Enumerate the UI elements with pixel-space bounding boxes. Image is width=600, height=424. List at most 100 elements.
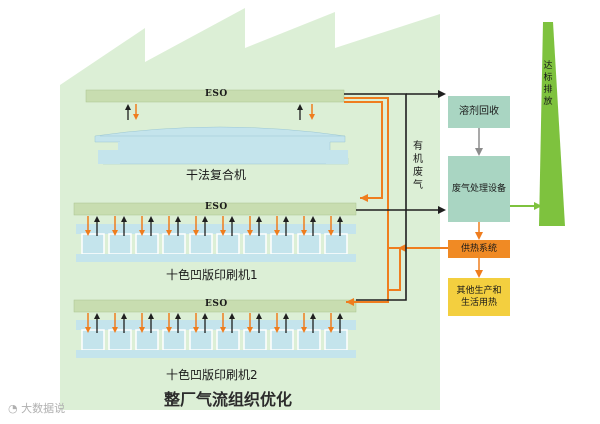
- press-top-beam: [76, 224, 356, 234]
- arrowhead: [121, 216, 127, 222]
- arrowhead: [256, 313, 262, 319]
- arrowhead: [193, 327, 199, 333]
- arrowhead: [202, 313, 208, 319]
- laminator-leg: [312, 142, 326, 158]
- arrowhead: [220, 327, 226, 333]
- heating-system-box: 供热系统: [448, 240, 510, 258]
- arrowhead: [283, 313, 289, 319]
- arrowhead: [229, 313, 235, 319]
- press-unit: [189, 233, 213, 255]
- eso-bar-1: [85, 89, 345, 103]
- press-unit: [243, 233, 267, 255]
- arrowhead: [121, 313, 127, 319]
- arrowhead: [229, 216, 235, 222]
- press-unit: [189, 329, 213, 351]
- arrowhead: [328, 327, 334, 333]
- press-2-body: [76, 320, 356, 358]
- press-unit: [324, 329, 348, 351]
- arrowhead: [148, 313, 154, 319]
- arrowhead: [247, 230, 253, 236]
- arrowhead: [133, 114, 139, 120]
- watermark: ◔ 大数据说: [8, 400, 65, 416]
- laminator-leg: [118, 142, 132, 158]
- flow-label-char: 废: [413, 167, 423, 178]
- exhaust-main: [344, 93, 407, 301]
- stack-label-char: 达: [543, 61, 553, 71]
- laminator-label: 干法复合机: [186, 168, 247, 182]
- arrowhead: [175, 313, 181, 319]
- arrowhead: [94, 313, 100, 319]
- arrowhead: [139, 230, 145, 236]
- arrowhead: [310, 216, 316, 222]
- eso-bar-3: [73, 299, 357, 313]
- flow-label-char: 机: [413, 154, 423, 165]
- press-unit: [243, 329, 267, 351]
- arrowhead: [139, 327, 145, 333]
- arrowhead: [148, 216, 154, 222]
- compliant-discharge-label: 达 标 排 放: [542, 60, 554, 108]
- orange-duct-branch: [344, 101, 383, 199]
- press-unit: [81, 233, 105, 255]
- arrowhead: [166, 230, 172, 236]
- press-unit: [216, 233, 240, 255]
- arrowhead: [438, 206, 446, 214]
- press-bottom-beam: [76, 254, 356, 262]
- arrowhead: [283, 216, 289, 222]
- watermark-text: 大数据说: [21, 402, 66, 415]
- eso-label: ESO: [205, 89, 228, 99]
- arrowhead: [94, 216, 100, 222]
- organic-waste-gas-label: 有 机 废 气: [412, 140, 424, 192]
- arrowhead: [112, 230, 118, 236]
- flow-label-char: 有: [413, 141, 423, 152]
- arrowhead: [256, 216, 262, 222]
- arrowhead: [85, 230, 91, 236]
- arrowhead: [301, 230, 307, 236]
- press-2-label: 十色凹版印刷机2: [166, 368, 258, 382]
- arrowhead: [534, 202, 542, 210]
- exhaust-stack: [539, 22, 565, 226]
- press-unit: [135, 233, 159, 255]
- press-unit: [297, 329, 321, 351]
- arrowhead: [166, 327, 172, 333]
- arrowhead: [475, 270, 483, 278]
- arrowhead: [337, 313, 343, 319]
- arrowhead: [360, 194, 368, 202]
- press-bottom-beam: [76, 350, 356, 358]
- diagram-title: 整厂气流组织优化: [164, 390, 293, 409]
- press-unit: [297, 233, 321, 255]
- arrowhead: [274, 230, 280, 236]
- press-unit: [135, 329, 159, 351]
- press-unit: [108, 329, 132, 351]
- arrowhead: [438, 90, 446, 98]
- arrowhead: [475, 232, 483, 240]
- stack-label-char: 排: [543, 85, 553, 95]
- airflow-arrows: [85, 104, 343, 333]
- press-1-body: [76, 224, 356, 262]
- arrowhead: [301, 327, 307, 333]
- arrowhead: [220, 230, 226, 236]
- arrowhead: [346, 298, 354, 306]
- press-unit: [162, 329, 186, 351]
- arrowhead: [175, 216, 181, 222]
- arrowhead: [202, 216, 208, 222]
- other-heat-line: 其他生产和: [456, 286, 502, 296]
- arrowhead: [337, 216, 343, 222]
- arrowhead: [193, 230, 199, 236]
- watermark-icon: ◔: [8, 402, 22, 415]
- arrowhead: [309, 114, 315, 120]
- treatment-equipment-box: 废气处理设备: [448, 156, 510, 222]
- arrowhead: [310, 313, 316, 319]
- press-unit: [81, 329, 105, 351]
- press-unit: [324, 233, 348, 255]
- arrowhead: [112, 327, 118, 333]
- solvent-recovery-box: 溶剂回收: [448, 96, 510, 128]
- orange-duct-main: [344, 97, 389, 303]
- arrowhead: [475, 148, 483, 156]
- other-heat-line: 生活用热: [460, 298, 497, 308]
- other-heat-use-box: 其他生产和 生活用热: [448, 278, 510, 316]
- stack-label-char: 标: [543, 73, 553, 83]
- press-top-beam: [76, 320, 356, 330]
- press-1-label: 十色凹版印刷机1: [166, 268, 258, 282]
